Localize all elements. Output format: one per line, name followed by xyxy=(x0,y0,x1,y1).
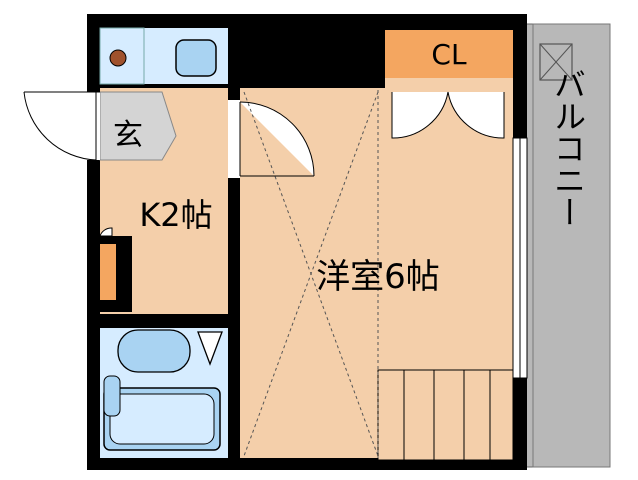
entrance-label: 玄 xyxy=(113,118,143,153)
kitchen-label: K2帖 xyxy=(139,196,212,234)
western-room-label: 洋室6帖 xyxy=(316,257,440,297)
closet-label: CL xyxy=(431,38,467,71)
bathroom xyxy=(103,329,223,451)
balcony-window xyxy=(512,137,528,379)
bathtub-inner xyxy=(109,393,215,445)
washer-area xyxy=(99,27,217,85)
partition-wall-lower xyxy=(228,178,240,458)
balcony-floor xyxy=(524,23,611,468)
drain-icon xyxy=(109,49,127,67)
entrance-door-icon xyxy=(23,91,100,161)
shower-icon xyxy=(103,375,121,417)
closet-floor xyxy=(385,78,513,90)
kitchen-counter xyxy=(99,227,132,312)
balcony xyxy=(524,23,611,468)
closet xyxy=(385,30,513,78)
room-door-icon xyxy=(228,100,315,178)
loft-outline xyxy=(243,90,379,458)
toilet-tank xyxy=(117,329,191,373)
partition-wall xyxy=(228,14,240,114)
balcony-label: バルコニー xyxy=(549,68,587,228)
balcony-railing xyxy=(532,23,611,468)
closet-door-icon xyxy=(391,91,505,139)
bath-wall xyxy=(100,314,232,328)
toilet-bowl xyxy=(197,331,223,366)
loft-stairs xyxy=(377,369,514,461)
balcony-hatch-icon xyxy=(539,43,573,81)
sink-icon xyxy=(175,39,217,77)
